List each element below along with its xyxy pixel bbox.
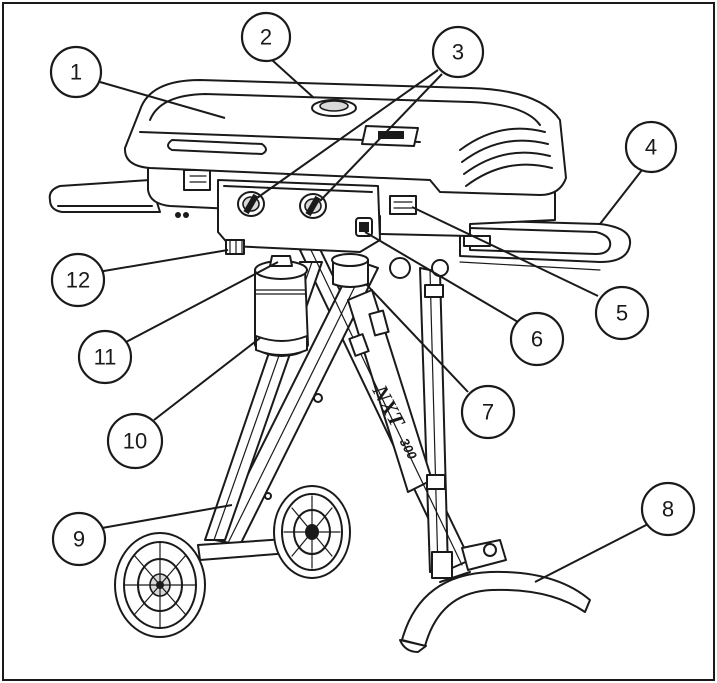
- callout-7: 7: [460, 384, 516, 440]
- propane-tank: [254, 255, 309, 357]
- stand-foot-base: [399, 539, 591, 653]
- callout-11: 11: [77, 329, 133, 385]
- callout-8-label: 8: [662, 497, 674, 522]
- callout-12-label: 12: [66, 268, 90, 293]
- callout-5-label: 5: [616, 301, 628, 326]
- callout-2-label: 2: [260, 25, 272, 50]
- callout-8: 8: [640, 481, 696, 537]
- igniter-button[interactable]: [355, 217, 373, 237]
- callout-4: 4: [624, 120, 678, 174]
- callout-4-label: 4: [645, 135, 657, 160]
- leader-lines: [97, 59, 653, 583]
- callout-12: 12: [50, 252, 106, 308]
- lid-nameplate: [361, 125, 419, 147]
- callout-3: 3: [431, 25, 485, 79]
- control-knob-right[interactable]: [299, 193, 327, 219]
- callout-7-label: 7: [482, 400, 494, 425]
- callout-9-label: 9: [73, 527, 85, 552]
- callout-3-label: 3: [452, 40, 464, 65]
- callout-11-label: 11: [94, 345, 117, 370]
- side-shelf-left: [48, 179, 161, 213]
- lid-hinge-left: [183, 169, 211, 191]
- callout-6: 6: [509, 311, 565, 367]
- callout-5: 5: [594, 285, 650, 341]
- small-canister: [331, 253, 449, 288]
- callout-1: 1: [49, 45, 103, 99]
- callout-10: 10: [106, 412, 164, 470]
- wheel-rear: [273, 485, 351, 579]
- lid-handle[interactable]: [167, 139, 267, 155]
- callout-10-label: 10: [123, 429, 147, 454]
- callout-9: 9: [51, 511, 107, 567]
- grill-lid: [123, 79, 567, 196]
- lid-thermometer: [311, 99, 357, 117]
- callout-6-label: 6: [531, 327, 543, 352]
- callout-1-label: 1: [70, 60, 82, 85]
- regulator-valve[interactable]: [225, 239, 245, 255]
- wheel-front: [114, 532, 206, 638]
- callout-2: 2: [240, 11, 292, 63]
- lid-hinge-right: [389, 195, 417, 215]
- side-shelf-right: [459, 219, 632, 271]
